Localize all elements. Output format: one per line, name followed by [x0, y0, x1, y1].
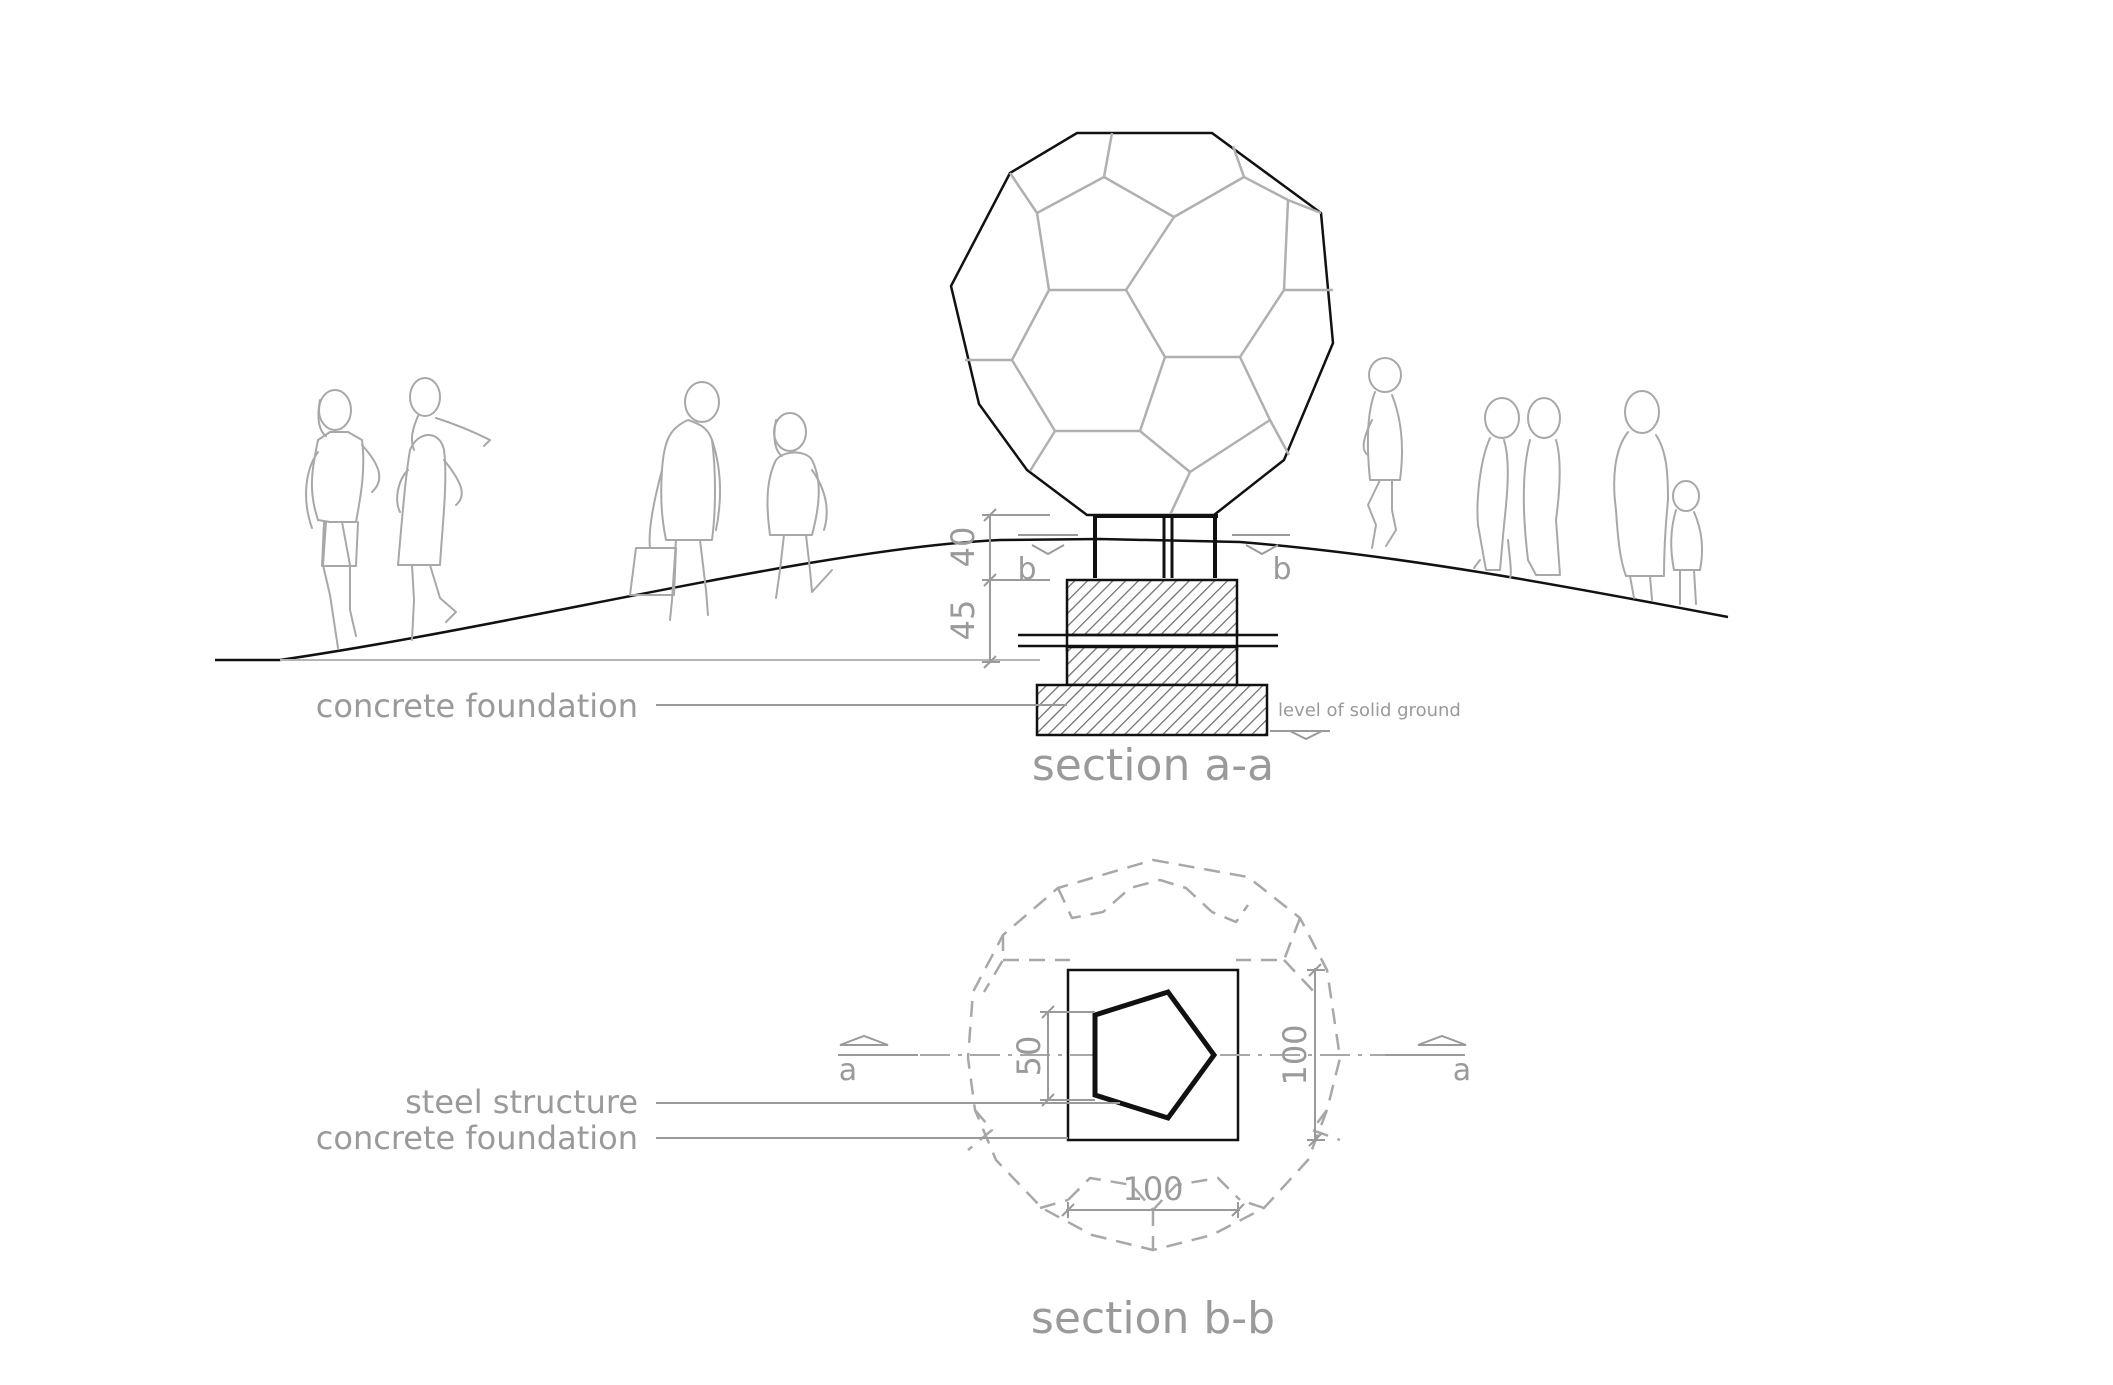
label-concrete-foundation-b: concrete foundation: [316, 1119, 638, 1157]
section-a-a: b b 40 45 concrete foundation level of s…: [215, 131, 1729, 791]
cut-marks-a: [838, 1034, 1467, 1056]
label-solid-ground: level of solid ground: [1278, 700, 1461, 721]
title-section-a-a: section a-a: [1032, 740, 1274, 791]
dimension-100-vertical: [1307, 963, 1325, 1147]
people-silhouettes: [305, 357, 1703, 649]
person-girl-walking: [1362, 357, 1403, 549]
label-steel-structure: steel structure: [405, 1083, 638, 1121]
dim-50: 50: [1010, 1036, 1048, 1077]
solid-ground-marker: [1270, 730, 1330, 741]
football-outline: [949, 131, 1335, 517]
terrain-line: [215, 537, 1729, 662]
section-b-b: 50 100 100 a a steel structu: [316, 858, 1471, 1344]
person-man-bag: [629, 381, 722, 621]
person-mother-child: [1613, 390, 1703, 605]
title-section-b-b: section b-b: [1031, 1293, 1275, 1344]
person-couple: [1473, 397, 1561, 579]
dimension-100-horizontal: [1061, 1202, 1245, 1218]
football-sculpture: [949, 131, 1335, 517]
concrete-foundation-section: [1018, 578, 1278, 737]
person-woman-1: [305, 389, 381, 649]
cut-mark-b-left: b: [1017, 552, 1036, 587]
football-panels: [965, 132, 1333, 516]
cut-marks-b: [1018, 534, 1290, 556]
steel-pentagon: [1092, 989, 1218, 1121]
dim-100-horizontal: 100: [1122, 1170, 1183, 1208]
label-concrete-foundation-a: concrete foundation: [316, 687, 638, 725]
dimension-chain-a: [982, 508, 1050, 669]
cut-mark-a-left: a: [839, 1053, 857, 1088]
dim-45: 45: [944, 600, 982, 641]
cut-mark-a-right: a: [1453, 1053, 1471, 1088]
person-woman-2: [396, 377, 491, 641]
person-woman-coat: [766, 412, 833, 599]
dim-100-vertical: 100: [1276, 1024, 1314, 1085]
cut-mark-b-right: b: [1272, 552, 1291, 587]
steel-column: [1093, 514, 1218, 578]
dim-40: 40: [944, 527, 982, 568]
